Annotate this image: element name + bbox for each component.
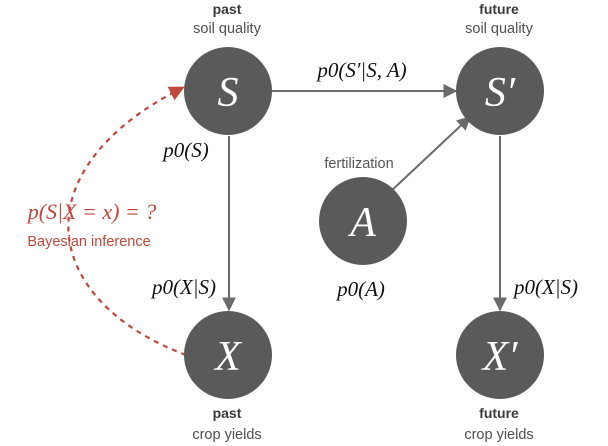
edge-label-s-prime-to-x-prime: p0(X|S) [512,275,578,299]
node-x: X [184,311,272,399]
node-s-prime-letter: S′ [485,70,516,116]
caption-s-prime-top: future [479,1,519,17]
edge-label-s-to-x: p0(X|S) [150,275,216,299]
node-s-letter: S [218,70,239,116]
inference-label: Bayesian inference [27,234,150,250]
node-s: S [184,47,272,135]
node-x-prime-letter: X′ [481,334,519,380]
edge-label-transition: p0(S′|S, A) [315,58,406,82]
caption-s-top: past [213,1,242,17]
node-a-letter: A [347,200,376,246]
edge-label-a-prior: p0(A) [335,277,385,301]
caption-s-prime-sub: soil quality [465,21,533,37]
caption-s-sub: soil quality [193,21,261,37]
node-a: A [319,177,407,265]
edge-a-to-s-prime [389,116,472,193]
caption-a: fertilization [324,156,393,172]
caption-x-bottom: past [213,405,242,421]
edge-label-s-prior: p0(S) [161,138,209,162]
caption-x-prime-sub: crop yields [464,427,533,443]
node-x-prime: X′ [456,311,544,399]
inference-formula: p(S|X = x) = ? [26,199,157,224]
caption-x-sub: crop yields [192,427,261,443]
node-x-letter: X [213,334,243,380]
node-s-prime: S′ [456,47,544,135]
caption-x-prime-bottom: future [479,405,519,421]
